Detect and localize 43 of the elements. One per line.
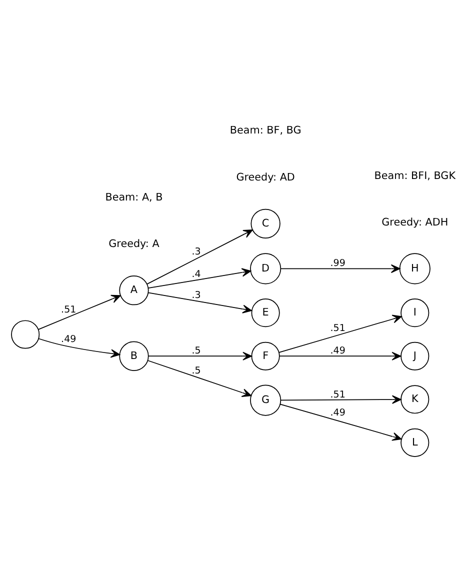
node-circle: L <box>400 428 430 457</box>
edge-label: .5 <box>192 365 201 376</box>
node-circle: I <box>400 298 430 328</box>
edge-label: .99 <box>330 258 346 269</box>
node-circle: J <box>400 342 430 370</box>
node-circle: B <box>119 341 149 371</box>
edge-label: .51 <box>330 390 346 400</box>
arrow <box>278 314 402 353</box>
label: Greedy: AD <box>236 171 295 184</box>
edge-label: .49 <box>61 334 76 346</box>
node-circle: K <box>400 385 430 414</box>
arrow <box>148 268 252 289</box>
arrow <box>146 230 253 284</box>
edge-label: .5 <box>192 345 201 356</box>
edge-label: .3 <box>192 290 201 301</box>
label: Beam: BF, BG <box>230 124 302 137</box>
edge-label: .4 <box>192 269 201 280</box>
arrow <box>148 352 252 360</box>
label: Greedy: A <box>108 238 160 250</box>
label: Beam: A, B <box>105 191 163 204</box>
node-circle <box>11 320 40 349</box>
arrow <box>38 338 120 358</box>
edge-label: .49 <box>330 345 346 356</box>
edge-label: .49 <box>330 408 346 419</box>
node-circle: F <box>251 342 280 370</box>
arrow <box>279 352 402 360</box>
arrow <box>280 264 400 274</box>
arrow <box>280 395 402 404</box>
edge-label: .51 <box>61 304 76 316</box>
arrow <box>38 294 121 330</box>
node-circle: E <box>251 298 280 328</box>
arrow <box>148 292 252 314</box>
node-circle: D <box>250 253 282 284</box>
arrow <box>280 404 402 441</box>
label: Greedy: ADH <box>382 216 448 228</box>
node-circle: H <box>399 253 430 284</box>
node-circle: G <box>250 384 282 416</box>
arrow <box>147 360 252 397</box>
label: Beam: BFI, BGK <box>374 170 456 182</box>
node-circle: C <box>250 208 280 238</box>
node-circle: A <box>119 276 149 306</box>
edge-label: .3 <box>192 246 201 258</box>
edge-label: .51 <box>330 322 346 334</box>
